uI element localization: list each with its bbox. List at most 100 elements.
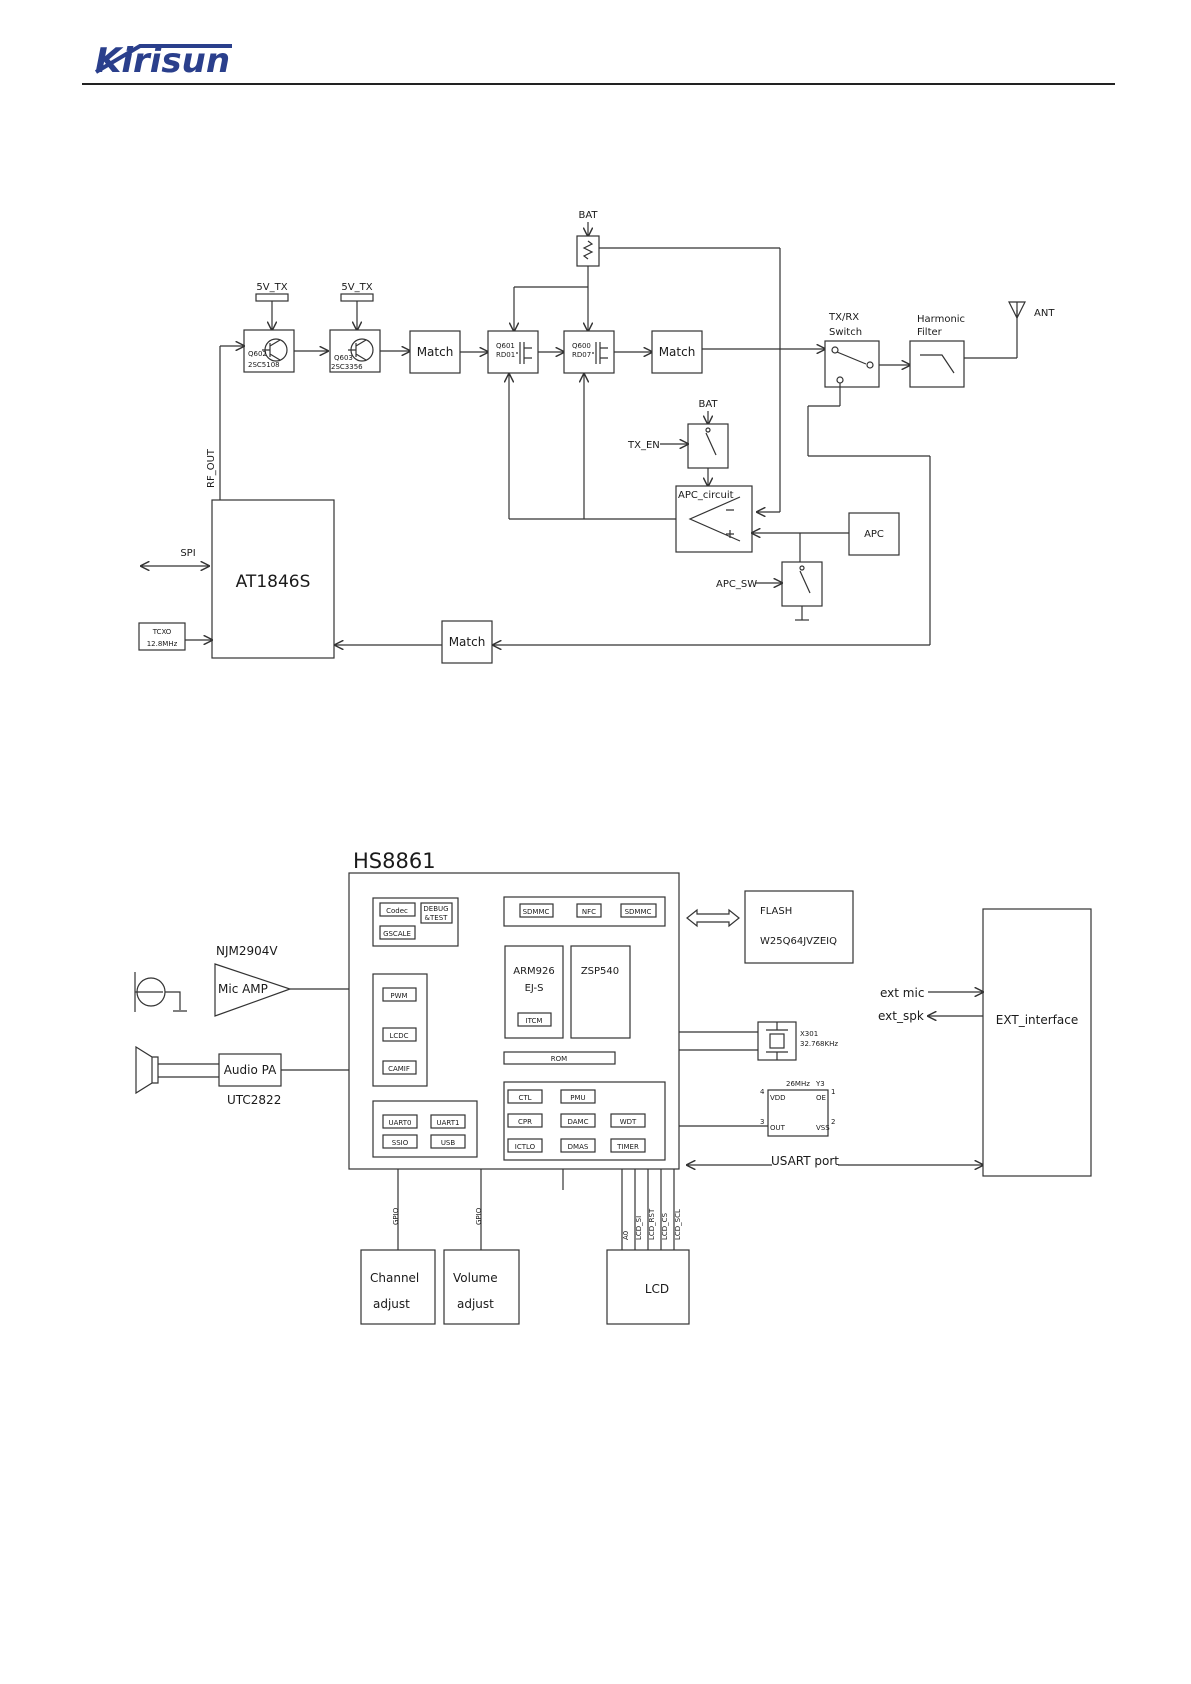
soc-diagram-lcd-pins-1-label: LCD_SI bbox=[635, 1216, 643, 1240]
mosfet-icon bbox=[516, 342, 532, 364]
rf-diagram-q600-part-label: RD07 bbox=[572, 351, 591, 359]
soc-diagram-lcd-label: LCD bbox=[645, 1282, 669, 1296]
rf-block-diagram: BAT 5V_TX 5V_TX Q602 2SC5108 Q603 2SC335… bbox=[138, 210, 1055, 664]
rf-diagram-q601-part-label: RD01 bbox=[496, 351, 515, 359]
5v-tx-2-label: 5V_TX bbox=[341, 282, 372, 293]
soc-diagram-itcm-label: ITCM bbox=[526, 1017, 543, 1025]
channel-adjust-block bbox=[360, 1249, 436, 1325]
soc-diagram-osc-label-0-label: 26MHz bbox=[786, 1080, 810, 1088]
flash-bus-arrow bbox=[686, 908, 740, 928]
soc-diagram-nfc-label: NFC bbox=[582, 908, 596, 916]
lowpass-icon bbox=[920, 354, 955, 374]
kirisun-logo: Kirisun bbox=[94, 41, 232, 81]
soc-diagram-mic-amp-label: Mic AMP bbox=[218, 982, 268, 996]
audio-pa-block bbox=[218, 1053, 282, 1087]
switch-icon bbox=[799, 570, 811, 594]
soc-diagram-uart1-label: UART1 bbox=[437, 1119, 460, 1127]
crystal-icon bbox=[769, 1033, 785, 1049]
apc-sw-switch-block bbox=[781, 561, 823, 607]
soc-diagram-sdmmc-2-label: SDMMC bbox=[625, 908, 652, 916]
bat-top-label: BAT bbox=[578, 210, 598, 221]
soc-diagram-arm-1-label: EJ-S bbox=[525, 983, 544, 994]
soc-diagram-damc-label: DAMC bbox=[568, 1118, 589, 1126]
rf-diagram-match-2-label: Match bbox=[659, 345, 696, 359]
rf-diagram-rf-out-label: RF_OUT bbox=[206, 448, 217, 488]
soc-diagram-osc-label-1-label: Y3 bbox=[815, 1080, 825, 1088]
volume-adjust-block bbox=[443, 1249, 520, 1325]
match-3-block bbox=[441, 620, 493, 664]
match-2-block bbox=[651, 330, 703, 374]
soc-diagram-gscale-label: GSCALE bbox=[383, 930, 411, 938]
rf-diagram-spi-label: SPI bbox=[180, 548, 195, 559]
rf-diagram-txrx-switch-0-label: TX/RX bbox=[828, 312, 859, 323]
harmonic-filter-block bbox=[909, 340, 965, 388]
ext-interface-block bbox=[982, 908, 1092, 1177]
soc-diagram-lcd-pins-4-label: LCD_SCL bbox=[674, 1209, 682, 1240]
rf-diagram-tcxo-0-label: TCXO bbox=[152, 628, 172, 636]
mic-amp-block bbox=[214, 963, 292, 1017]
soc-diagram-ssio-label: SSIO bbox=[392, 1139, 409, 1147]
rf-diagram-tx-en-label: TX_EN bbox=[627, 440, 660, 451]
soc-diagram-osc-pins-7-label: 2 bbox=[831, 1118, 835, 1126]
soc-diagram-debug-0-label: DEBUG bbox=[423, 905, 448, 913]
soc-diagram-audio-pa-label: Audio PA bbox=[224, 1063, 277, 1077]
soc-diagram-lcd-pins-0-label: A0 bbox=[622, 1231, 630, 1240]
rf-diagram-tcxo-1-label: 12.8MHz bbox=[147, 640, 178, 648]
soc-diagram-ext-spk-label: ext_spk bbox=[878, 1009, 924, 1023]
apc-block bbox=[848, 512, 900, 556]
tcxo-block bbox=[138, 622, 186, 651]
soc-diagram-pwm-label: PWM bbox=[390, 992, 407, 1000]
soc-diagram-osc-pins-0-label: VDD bbox=[770, 1094, 786, 1102]
logo-text: Kirisun bbox=[95, 41, 230, 81]
soc-diagram-camif-label: CAMIF bbox=[388, 1065, 410, 1073]
mosfet-icon bbox=[592, 342, 608, 364]
rf-diagram-q601-label: Q601 bbox=[496, 342, 515, 350]
rf-diagram-harmonic-filter-0-label: Harmonic bbox=[917, 314, 965, 325]
at1846s-block bbox=[211, 499, 335, 659]
q602-block bbox=[243, 329, 295, 373]
soc-diagram-arm-0-label: ARM926 bbox=[513, 966, 555, 977]
rf-diagram-apc-label: APC bbox=[864, 529, 884, 540]
soc-diagram-lcd-pins-3-label: LCD_CS bbox=[661, 1212, 669, 1240]
speaker-icon bbox=[135, 1045, 159, 1095]
rf-diagram-ant-label: ANT bbox=[1034, 308, 1055, 319]
soc-diagram-lcd-pins-2-label: LCD_RST bbox=[648, 1208, 656, 1240]
rf-diagram-apc-sw-label: APC_SW bbox=[716, 579, 757, 590]
soc-diagram-osc-pins-1-label: OE bbox=[816, 1094, 826, 1102]
soc-diagram-osc-pins-4-label: 4 bbox=[760, 1088, 765, 1096]
bat-resistor bbox=[576, 235, 600, 267]
flash-block bbox=[744, 890, 854, 964]
rf-diagram-match-1-label: Match bbox=[417, 345, 454, 359]
soc-diagram-ctl-label: CTL bbox=[518, 1094, 531, 1102]
rf-diagram-match-3-label: Match bbox=[449, 635, 486, 649]
soc-diagram-codec-label: Codec bbox=[386, 907, 408, 915]
q600-block bbox=[563, 330, 615, 374]
soc-diagram-ext-interface-label: EXT_interface bbox=[996, 1013, 1078, 1027]
soc-diagram-x301-0-label: X301 bbox=[800, 1030, 818, 1038]
soc-diagram-x301-1-label: 32.768KHz bbox=[800, 1040, 838, 1048]
soc-diagram-pmu-label: PMU bbox=[570, 1094, 585, 1102]
q601-block bbox=[487, 330, 539, 374]
soc-diagram-sdmmc-1-label: SDMMC bbox=[523, 908, 550, 916]
soc-diagram-zsp-label: ZSP540 bbox=[581, 966, 619, 977]
rf-diagram-q600-label: Q600 bbox=[572, 342, 591, 350]
soc-diagram-channel-0-label: Channel bbox=[370, 1271, 419, 1285]
soc-diagram-osc-pins-3-label: VSS bbox=[816, 1124, 830, 1132]
rf-diagram-q603-label: Q603 bbox=[334, 354, 353, 362]
lcd-block bbox=[606, 1249, 690, 1325]
tx-en-switch-block bbox=[687, 423, 729, 469]
soc-diagram-utc-label: UTC2822 bbox=[227, 1093, 281, 1107]
rf-diagram-q603-part-label: 2SC3356 bbox=[331, 363, 363, 371]
microphone-icon bbox=[134, 972, 163, 1012]
soc-diagram-gpio-1-label: GPIO bbox=[392, 1207, 400, 1225]
rf-diagram-bat-mid-label: BAT bbox=[698, 399, 718, 410]
soc-diagram-dmas-label: DMAS bbox=[568, 1143, 589, 1151]
soc-diagram-osc-pins-5-label: 1 bbox=[831, 1088, 835, 1096]
txrx-switch-block bbox=[824, 340, 880, 388]
switch-icon bbox=[705, 432, 717, 456]
rf-diagram-q602-label: Q602 bbox=[248, 350, 267, 358]
rf-diagram-chip-label: AT1846S bbox=[236, 572, 311, 592]
soc-diagram-ictlo-label: ICTLO bbox=[515, 1143, 536, 1151]
soc-diagram-njm-label: NJM2904V bbox=[216, 944, 278, 958]
